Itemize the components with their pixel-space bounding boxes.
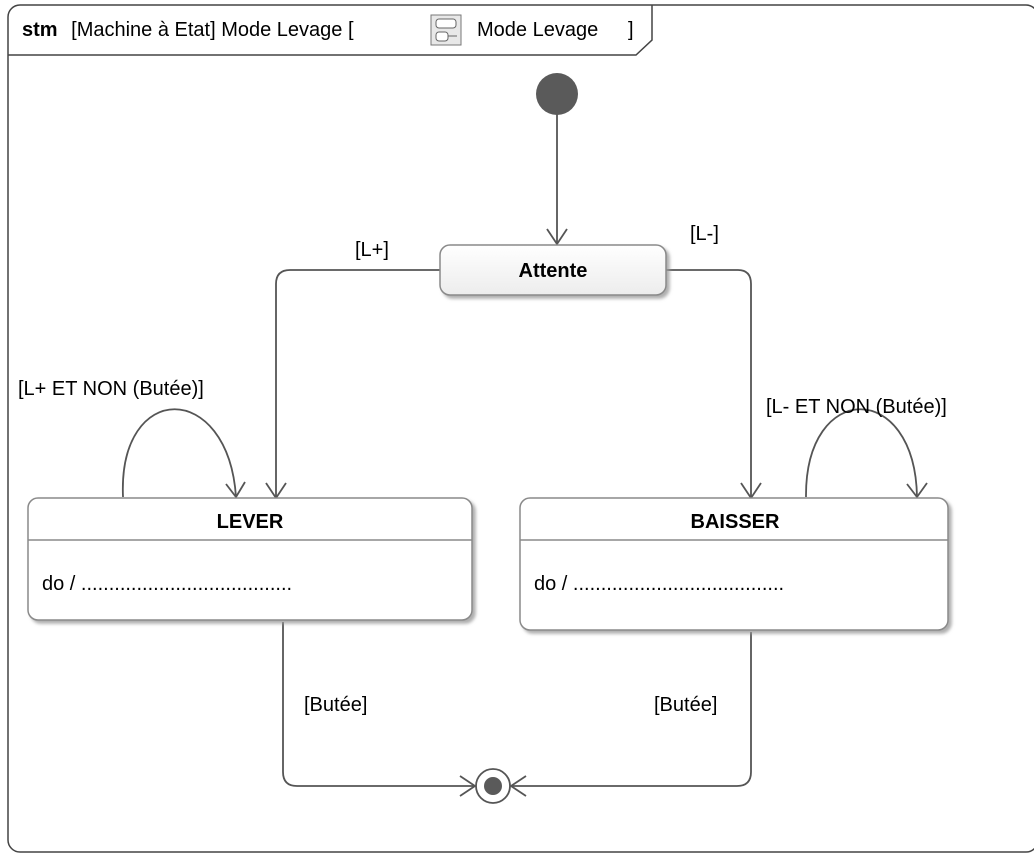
diagram-frame: stm [Machine à Etat] Mode Levage [ Mode … <box>7 4 1034 853</box>
frame-title: [Machine à Etat] Mode Levage [ <box>71 19 354 41</box>
arrowhead-final-right <box>509 775 527 797</box>
transition-lines <box>122 110 928 797</box>
transition-to-baisser <box>665 269 752 498</box>
transition-baisser-final <box>511 632 752 787</box>
guard-baisser-final: [Butée] <box>654 694 717 716</box>
state-machine-icon <box>430 14 462 46</box>
arrowhead-baisser-self <box>906 482 928 499</box>
lever-self-loop <box>122 408 237 498</box>
guard-to-baisser: [L-] <box>690 223 719 245</box>
state-attente-name: Attente <box>519 260 588 282</box>
state-baisser-activity: do / ...................................… <box>534 573 784 595</box>
transition-lever-final <box>282 622 475 787</box>
guard-to-lever: [L+] <box>355 239 389 261</box>
arrowhead-attente <box>546 228 568 246</box>
state-baisser[interactable]: BAISSER do / ...........................… <box>519 497 949 631</box>
guard-lever-final: [Butée] <box>304 694 367 716</box>
state-lever-activity: do / ...................................… <box>42 573 292 595</box>
final-state <box>475 768 511 804</box>
state-attente[interactable]: Attente <box>439 244 667 296</box>
initial-state <box>536 73 578 115</box>
guard-lever-self: [L+ ET NON (Butée)] <box>18 378 204 400</box>
state-baisser-name: BAISSER <box>691 511 780 533</box>
frame-close-bracket: ] <box>628 19 634 41</box>
guard-baisser-self: [L- ET NON (Butée)] <box>766 396 947 418</box>
frame-keyword: stm <box>22 19 58 41</box>
baisser-self-loop <box>805 408 918 498</box>
svg-text:stm [Machine à Etat] Mod: stm [Machine à Etat] Mode Levage [ <box>22 19 354 41</box>
state-lever[interactable]: LEVER do / .............................… <box>27 497 473 621</box>
transition-to-lever <box>275 269 440 498</box>
frame-diagram-name: Mode Levage <box>477 19 598 41</box>
state-lever-name: LEVER <box>217 511 284 533</box>
arrowhead-lever-self <box>225 481 246 499</box>
arrowhead-final-left <box>459 775 477 797</box>
